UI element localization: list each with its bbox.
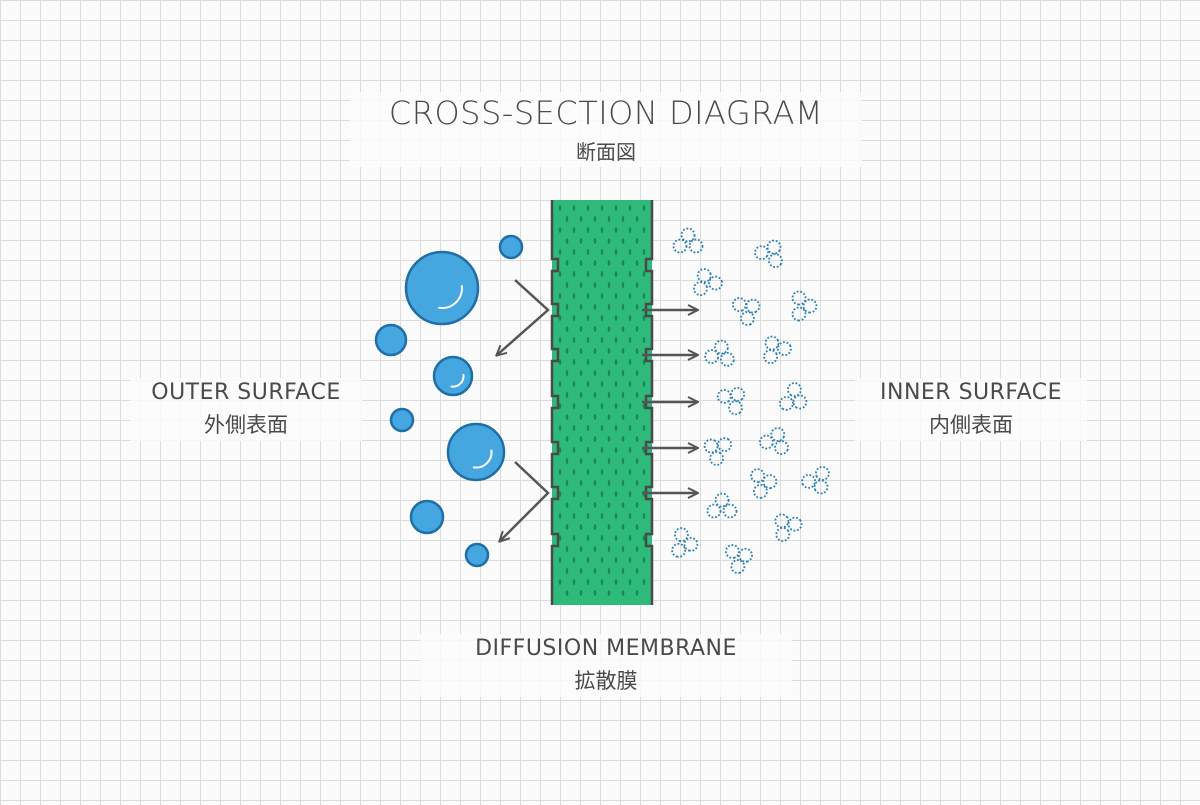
- small-molecule-icon: [791, 290, 818, 322]
- small-molecule-icon: [671, 527, 699, 558]
- small-molecule-icon: [763, 335, 792, 364]
- small-molecule-icon: [801, 466, 830, 495]
- reflect-arrow-icon: [500, 461, 550, 541]
- large-molecule-icon: [374, 323, 408, 357]
- large-molecule-icon: [446, 422, 506, 482]
- small-molecule-icon: [706, 492, 738, 519]
- pass-arrows: [642, 310, 697, 493]
- diagram-title: CROSS-SECTION DIAGRAM 断面図: [350, 92, 862, 167]
- small-molecule-icon: [759, 427, 789, 455]
- title-japanese: 断面図: [576, 140, 636, 164]
- small-molecule-icon: [750, 468, 778, 499]
- reflect-arrow-icon: [497, 279, 550, 355]
- membrane-pores: [558, 205, 646, 596]
- large-molecule-icon: [389, 407, 415, 433]
- small-molecule-icon: [732, 297, 761, 326]
- inner-surface-english: INNER SURFACE: [880, 380, 1062, 405]
- small-molecule-icon: [754, 239, 783, 268]
- large-molecule-icon: [432, 355, 474, 397]
- inner-surface-japanese: 内側表面: [929, 413, 1013, 437]
- outer-surface-label: OUTER SURFACE 外側表面: [130, 378, 362, 441]
- small-molecule-icon: [704, 339, 735, 367]
- small-molecule-icon: [672, 227, 704, 254]
- small-molecule-icon: [703, 437, 732, 466]
- large-molecule-icon: [464, 542, 490, 568]
- small-molecule-icon: [693, 268, 723, 296]
- small-molecule-icon: [779, 382, 808, 411]
- membrane-label: DIFFUSION MEMBRANE 拡散膜: [420, 634, 792, 697]
- inner-surface-label: INNER SURFACE 内側表面: [855, 378, 1087, 441]
- outer-surface-english: OUTER SURFACE: [151, 380, 341, 405]
- title-english: CROSS-SECTION DIAGRAM: [388, 94, 824, 132]
- small-molecules: [671, 227, 830, 574]
- diffusion-membrane: [550, 200, 654, 605]
- small-molecule-icon: [725, 544, 753, 574]
- membrane-english: DIFFUSION MEMBRANE: [475, 636, 737, 661]
- membrane-outer-edge: [550, 200, 560, 605]
- large-molecule-icon: [409, 499, 445, 535]
- small-molecule-icon: [774, 513, 803, 542]
- outer-surface-japanese: 外側表面: [204, 413, 288, 437]
- large-molecules: [374, 234, 524, 568]
- small-molecule-icon: [716, 386, 746, 416]
- reflect-arrows: [497, 279, 550, 541]
- large-molecule-icon: [404, 250, 480, 326]
- membrane-japanese: 拡散膜: [574, 669, 638, 693]
- large-molecule-icon: [498, 234, 524, 260]
